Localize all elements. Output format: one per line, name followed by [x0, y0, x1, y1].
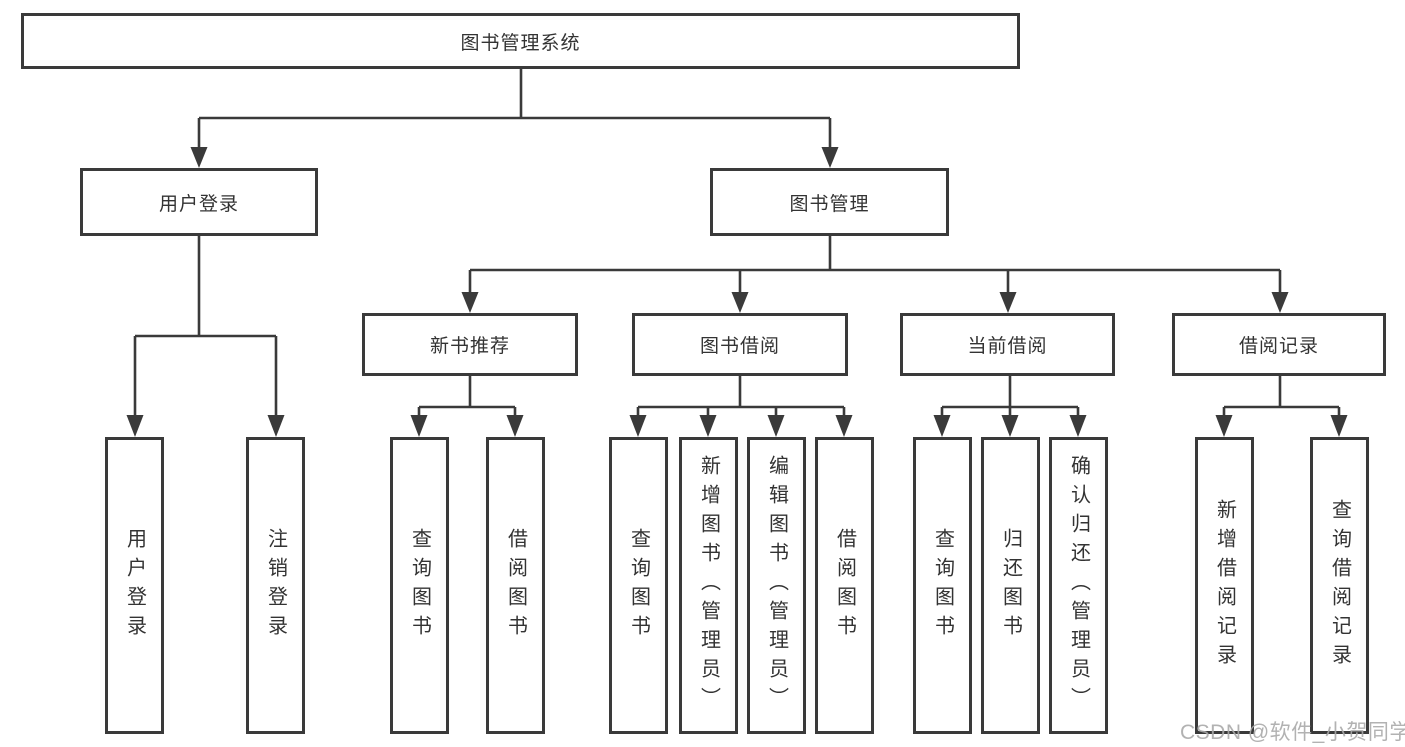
node-root-system: 图书管理系统 — [21, 13, 1020, 69]
node-borrow-records: 借阅记录 — [1172, 313, 1386, 376]
leaf-query-borrow-record: 查询借阅记录 — [1310, 437, 1369, 734]
leaf-user-login: 用户登录 — [105, 437, 164, 734]
leaf-logout: 注销登录 — [246, 437, 305, 734]
node-book-borrow-label: 图书借阅 — [699, 336, 780, 357]
leaf-borrow-books: 借阅图书 — [815, 437, 874, 734]
leaf-query-books-borrow: 查询图书 — [609, 437, 668, 734]
node-book-borrow: 图书借阅 — [632, 313, 848, 376]
leaf-add-borrow-record: 新增借阅记录 — [1195, 437, 1254, 734]
leaf-borrow-books-recommend: 借阅图书 — [486, 437, 545, 734]
node-current-borrow: 当前借阅 — [900, 313, 1115, 376]
node-new-book-recommend-label: 新书推荐 — [429, 336, 510, 357]
leaf-edit-books-admin: 编辑图书（管理员） — [747, 437, 806, 734]
leaf-confirm-return-admin: 确认归还（管理员） — [1049, 437, 1108, 734]
node-borrow-records-label: 借阅记录 — [1238, 336, 1319, 357]
node-new-book-recommend: 新书推荐 — [362, 313, 578, 376]
arrowheads — [126, 147, 1348, 437]
leaf-query-books-current: 查询图书 — [913, 437, 972, 734]
node-book-management: 图书管理 — [710, 168, 949, 236]
node-root-label: 图书管理系统 — [460, 32, 581, 54]
leaf-add-books-admin: 新增图书（管理员） — [679, 437, 738, 734]
node-user-login-label: 用户登录 — [158, 193, 239, 215]
leaf-return-books: 归还图书 — [981, 437, 1040, 734]
node-book-management-label: 图书管理 — [789, 193, 870, 215]
node-current-borrow-label: 当前借阅 — [967, 336, 1048, 357]
node-user-login: 用户登录 — [80, 168, 318, 236]
leaf-query-books-recommend: 查询图书 — [390, 437, 449, 734]
csdn-watermark: CSDN @软件_小贺同学 — [1180, 721, 1405, 744]
